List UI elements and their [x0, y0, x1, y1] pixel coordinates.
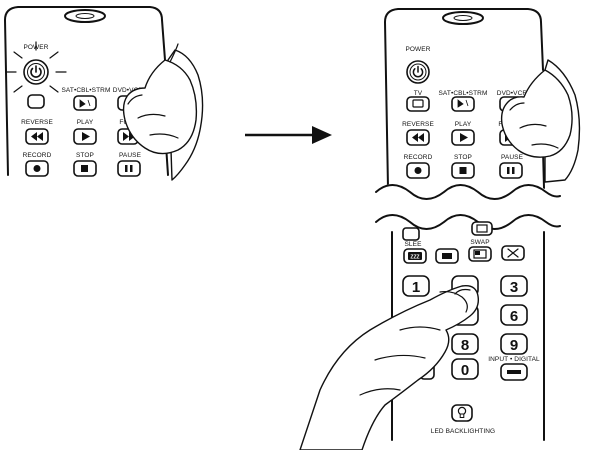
left-satellite-icon [79, 99, 91, 108]
number-6-label: 6 [510, 308, 518, 325]
number-0-label: 0 [461, 362, 469, 379]
number-9-label: 9 [510, 337, 518, 354]
right-reverse-label: REVERSE [402, 121, 434, 128]
transition-arrow-icon [245, 126, 332, 144]
number-1-label: 1 [412, 279, 420, 296]
left-dvd-label: DVD•VCR [113, 87, 144, 94]
left-pause-button[interactable] [117, 160, 141, 177]
left-play-label: PLAY [77, 119, 94, 126]
pause-icon [125, 165, 128, 172]
right-bottom-hand [299, 285, 480, 450]
number-1-button[interactable] [402, 275, 430, 297]
right-record-icon [414, 167, 422, 174]
number-8-label: 8 [461, 337, 469, 354]
input-digital-label: INPUT • DIGITAL [488, 356, 540, 363]
left-sat-label: SAT•CBL•STRM [62, 87, 111, 94]
right-power-label: POWER [405, 46, 430, 53]
right-tv-label: TV [414, 90, 423, 97]
left-top-oval [64, 9, 106, 23]
stop-icon [81, 165, 88, 172]
sleep-zzz-icon [408, 252, 422, 260]
right-pause-label: PAUSE [501, 154, 524, 161]
swap-label: SWAP [470, 239, 489, 246]
left-power-label: POWER [23, 44, 48, 51]
left-stop-label: STOP [76, 152, 94, 159]
right-top-hand [500, 59, 581, 183]
left-forward-label: FO [119, 119, 128, 126]
dash-icon [507, 370, 521, 374]
play-icon [82, 132, 90, 141]
guide-icon [476, 224, 488, 233]
right-stop-icon [459, 167, 467, 174]
right-remote-body [384, 8, 544, 189]
right-satellite-icon [457, 99, 469, 108]
led-backlighting-label: LED BACKLIGHTING [431, 428, 495, 435]
left-remote-body [4, 6, 166, 176]
rewind-icon [31, 132, 43, 141]
sleep-label: SLEE [404, 241, 422, 248]
record-icon [33, 165, 41, 172]
left-hand [122, 43, 204, 181]
right-stop-label: STOP [454, 154, 472, 161]
svg-text:ZZZ: ZZZ [410, 255, 419, 261]
partial-button-left[interactable] [402, 227, 420, 241]
number-3-label: 3 [510, 279, 518, 296]
left-sat-button[interactable] [73, 95, 97, 111]
right-top-oval [442, 11, 484, 25]
pip-icon [442, 253, 452, 259]
number-3-button[interactable] [500, 275, 528, 297]
left-record-label: RECORD [23, 152, 52, 159]
right-remote-top: POWER TV SAT•CBL•STRM DVD•VCR REVERSE PL… [384, 8, 581, 189]
left-remote: POWER SAT•CBL•STRM DVD•VCR REVERSE PLAY … [4, 6, 204, 181]
left-pause-label: PAUSE [119, 152, 142, 159]
number-8-button[interactable] [451, 333, 479, 355]
right-pause-icon [507, 167, 510, 174]
number-9-button[interactable] [500, 333, 528, 355]
right-dvd-label: DVD•VCR [497, 90, 528, 97]
left-reverse-label: REVERSE [21, 119, 53, 126]
right-power-icon [412, 65, 424, 78]
right-record-label: RECORD [404, 154, 433, 161]
lightbulb-icon [457, 406, 467, 418]
left-tv-button[interactable] [27, 94, 45, 109]
close-icon [507, 248, 519, 258]
number-6-button[interactable] [500, 304, 528, 326]
right-play-icon [460, 133, 468, 142]
right-remote-bottom: SLEE ZZZ SWAP 1 3 6 8 9 INPUT • DIGITAL … [299, 221, 545, 450]
right-sat-label: SAT•CBL•STRM [439, 90, 488, 97]
tv-icon [412, 99, 424, 108]
right-play-label: PLAY [455, 121, 472, 128]
right-pause-button[interactable] [499, 162, 523, 179]
number-0-button[interactable] [451, 358, 479, 380]
left-power-icon [30, 65, 42, 78]
power-glow-rays-icon [5, 41, 67, 93]
right-rewind-icon [412, 133, 424, 142]
